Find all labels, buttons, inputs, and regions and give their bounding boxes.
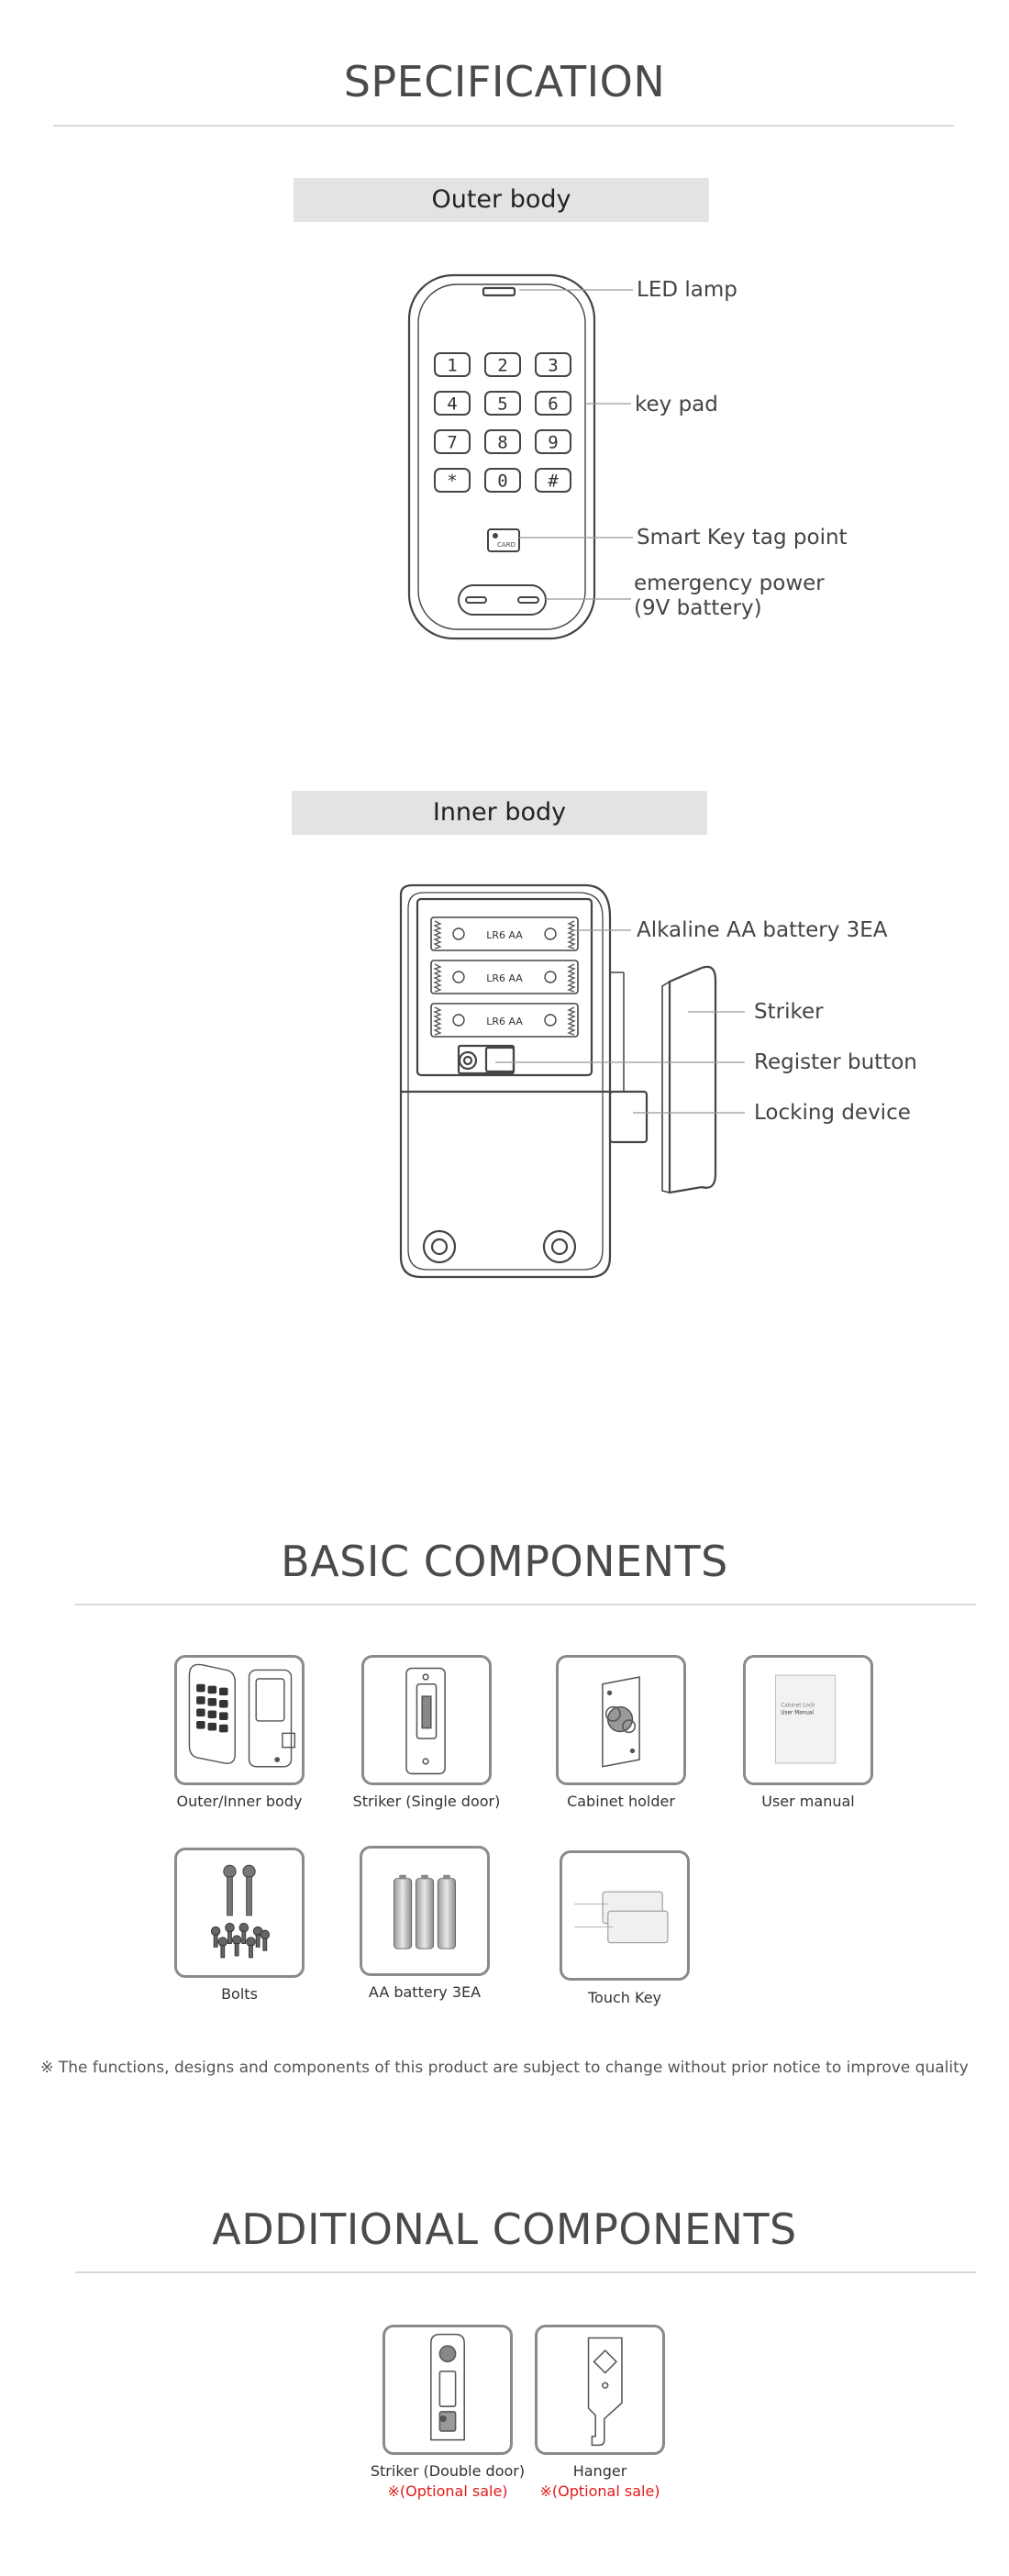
outer-body-thumbnail bbox=[188, 1663, 236, 1764]
callout-9v-battery: (9V battery) bbox=[634, 596, 762, 620]
key-label: 5 bbox=[497, 394, 507, 415]
key-#: # bbox=[535, 468, 571, 493]
component-outer-inner-body bbox=[174, 1655, 305, 1785]
inner-body-band: Inner body bbox=[292, 791, 707, 835]
callout-alkaline-battery: Alkaline AA battery 3EA bbox=[637, 918, 888, 942]
key-0: 0 bbox=[484, 468, 521, 493]
inner-body-thumbnail bbox=[248, 1669, 293, 1768]
register-button-icon bbox=[458, 1050, 478, 1071]
caption-cabinet-holder: Cabinet holder bbox=[567, 1793, 675, 1810]
key-6: 6 bbox=[535, 391, 571, 416]
aa-battery-thumbnail bbox=[394, 1878, 456, 1949]
key-9: 9 bbox=[535, 429, 571, 454]
key-label: 7 bbox=[447, 433, 457, 453]
callout-locking-device: Locking device bbox=[754, 1101, 911, 1125]
basic-components-divider bbox=[75, 1604, 976, 1605]
key-1: 1 bbox=[434, 352, 471, 377]
battery-label: LR6 AA bbox=[486, 929, 523, 941]
basic-components-title: BASIC COMPONENTS bbox=[281, 1537, 728, 1586]
component-touch-key bbox=[560, 1850, 690, 1981]
callout-led-lamp: LED lamp bbox=[637, 278, 737, 302]
user-manual-thumbnail bbox=[775, 1674, 837, 1764]
caption-user-manual: User manual bbox=[761, 1793, 855, 1810]
callout-key-pad: key pad bbox=[635, 393, 718, 416]
key-5: 5 bbox=[484, 391, 521, 416]
component-striker-double-door bbox=[383, 2325, 513, 2455]
battery-label: LR6 AA bbox=[486, 1016, 523, 1027]
caption-bolts: Bolts bbox=[221, 1985, 258, 2003]
callout-emergency-power: emergency power bbox=[634, 572, 825, 595]
manual-cover-line2: User Manual bbox=[781, 1710, 814, 1715]
quality-notice: ※ The functions, designs and components … bbox=[40, 2059, 969, 2077]
battery-slot-3: LR6 AA bbox=[430, 1003, 579, 1038]
striker-single-thumbnail bbox=[405, 1667, 446, 1775]
battery-slot-2: LR6 AA bbox=[430, 960, 579, 994]
caption-touch-key: Touch Key bbox=[587, 1989, 661, 2006]
key-label: 6 bbox=[548, 394, 558, 415]
component-striker-single-door bbox=[361, 1655, 492, 1785]
screw-hole-left bbox=[422, 1229, 457, 1264]
key-label: 1 bbox=[447, 356, 457, 376]
key-4: 4 bbox=[434, 391, 471, 416]
battery-compartment bbox=[416, 897, 593, 1077]
caption-striker-double-door: Striker (Double door) bbox=[370, 2462, 526, 2480]
specification-title: SPECIFICATION bbox=[343, 57, 666, 106]
outer-body-outline bbox=[407, 273, 596, 640]
callout-register-button: Register button bbox=[754, 1050, 917, 1074]
manual-cover-line1: Cabinet Lock bbox=[781, 1704, 815, 1709]
component-aa-battery bbox=[360, 1846, 490, 1976]
bolts-thumbnail bbox=[223, 1864, 256, 1916]
caption-striker-single-door: Striker (Single door) bbox=[352, 1793, 501, 1810]
additional-components-title: ADDITIONAL COMPONENTS bbox=[212, 2204, 797, 2254]
key-label: 3 bbox=[548, 356, 558, 376]
outer-body-band: Outer body bbox=[294, 178, 709, 222]
callout-smart-key-tag-point: Smart Key tag point bbox=[637, 526, 848, 550]
inner-body-illustration: LR6 AA LR6 AA LR6 AA bbox=[399, 883, 745, 1279]
screw-hole-right bbox=[542, 1229, 577, 1264]
striker-illustration bbox=[668, 965, 717, 1194]
additional-components-divider bbox=[75, 2271, 976, 2273]
battery-label: LR6 AA bbox=[486, 972, 523, 984]
component-cabinet-holder bbox=[556, 1655, 686, 1785]
key-label: 9 bbox=[548, 433, 558, 453]
hanger-thumbnail bbox=[587, 2337, 623, 2447]
inner-body-outline bbox=[399, 883, 612, 1279]
led-lamp-icon bbox=[482, 286, 516, 297]
locking-device-bolt bbox=[608, 1090, 649, 1144]
optional-sale-hanger: ※(Optional sale) bbox=[539, 2482, 660, 2500]
component-user-manual: Cabinet Lock User Manual bbox=[743, 1655, 873, 1785]
outer-body-inner-outline bbox=[417, 283, 586, 630]
callout-striker: Striker bbox=[754, 1000, 824, 1024]
component-bolts bbox=[174, 1848, 305, 1978]
key-label: 8 bbox=[497, 433, 507, 453]
key-3: 3 bbox=[535, 352, 571, 377]
card-text: CARD bbox=[497, 541, 516, 549]
caption-aa-battery: AA battery 3EA bbox=[368, 1983, 482, 2001]
key-label: * bbox=[447, 472, 457, 492]
caption-hanger: Hanger bbox=[572, 2462, 627, 2480]
battery-row-group: LR6 AA LR6 AA LR6 AA bbox=[430, 916, 579, 1038]
caption-outer-inner-body: Outer/Inner body bbox=[176, 1793, 303, 1810]
key-label: 2 bbox=[497, 356, 507, 376]
card-reader-icon bbox=[487, 528, 520, 552]
key-label: 0 bbox=[497, 472, 507, 492]
key-2: 2 bbox=[484, 352, 521, 377]
cabinet-holder-thumbnail bbox=[602, 1676, 640, 1768]
battery-slot-1: LR6 AA bbox=[430, 916, 579, 951]
key-label: # bbox=[548, 472, 559, 492]
key-7: 7 bbox=[434, 429, 471, 454]
keypad: 1 2 3 4 5 6 7 8 9 * 0 # bbox=[434, 352, 571, 493]
outer-body-illustration: 1 2 3 4 5 6 7 8 9 * 0 # CARD bbox=[407, 273, 633, 640]
key-*: * bbox=[434, 468, 471, 493]
component-hanger bbox=[535, 2325, 665, 2455]
key-8: 8 bbox=[484, 429, 521, 454]
striker-double-thumbnail bbox=[430, 2333, 465, 2441]
optional-sale-striker-double: ※(Optional sale) bbox=[387, 2482, 508, 2500]
emergency-power-port bbox=[458, 584, 547, 616]
key-label: 4 bbox=[447, 394, 457, 415]
specification-divider bbox=[53, 125, 954, 127]
touch-key-thumbnail bbox=[602, 1891, 669, 1944]
